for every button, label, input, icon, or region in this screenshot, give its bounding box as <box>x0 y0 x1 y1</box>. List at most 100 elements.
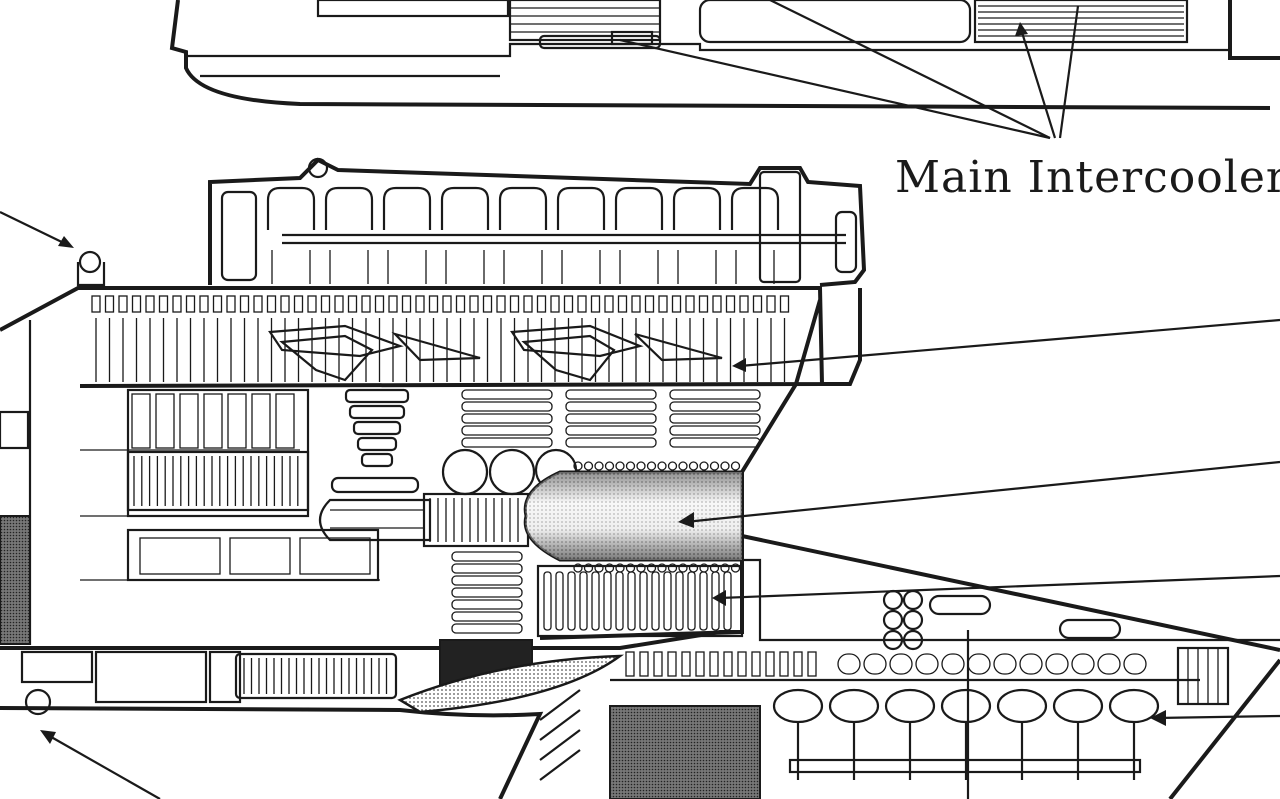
left-piston <box>275 393 295 449</box>
bead <box>583 563 594 573</box>
bead <box>667 563 678 573</box>
head-bump <box>556 186 606 230</box>
valve-fin-top <box>158 295 169 313</box>
left-piston <box>227 393 247 449</box>
valve-fin-top <box>671 295 682 313</box>
turbine-vanes-right <box>510 324 723 382</box>
lower-vertical <box>639 651 649 677</box>
valve-fin-top <box>280 295 290 313</box>
lower-machinery-right <box>539 534 1280 799</box>
chain-link <box>1019 653 1043 675</box>
valve-fin-top <box>712 295 722 313</box>
plate <box>565 437 657 448</box>
chain-link <box>915 653 939 675</box>
valve-fin-top <box>455 295 466 313</box>
engine-body <box>0 288 862 650</box>
bead <box>730 563 741 573</box>
plate-stack-center <box>330 388 420 494</box>
valve-fin-top <box>631 295 641 313</box>
valve-fin-top <box>577 295 587 313</box>
valve-fin-top <box>361 295 371 313</box>
pod <box>884 688 936 724</box>
bead <box>636 461 646 471</box>
head-bump <box>672 186 722 230</box>
valve-fin-top <box>550 295 560 313</box>
valve-fin-top <box>698 295 709 313</box>
valve-fin-top <box>685 295 695 313</box>
valve-fin-top <box>658 295 668 313</box>
left-piston <box>203 393 223 449</box>
head-bump <box>730 186 780 230</box>
bead <box>678 461 688 471</box>
coil-bar <box>555 571 564 631</box>
coil-bar <box>663 571 672 631</box>
bead <box>688 461 699 471</box>
valve-fin-top <box>644 295 655 313</box>
head-bump <box>266 186 316 230</box>
bead <box>625 461 636 471</box>
lower-vertical <box>709 651 719 677</box>
bead <box>730 461 741 471</box>
plate <box>461 437 553 448</box>
roller <box>451 599 523 610</box>
bead <box>657 563 667 573</box>
chain-link <box>1097 653 1121 675</box>
bead <box>573 563 583 573</box>
valve-fin-top <box>145 295 155 313</box>
valve-fin-top <box>131 295 142 313</box>
lower-vertical <box>723 651 733 677</box>
main-intercooler-label: Main Intercooler <box>895 152 1280 203</box>
plate <box>669 389 761 400</box>
chain-link <box>889 653 913 675</box>
valve-fin-top <box>388 295 398 313</box>
valve-fin-top <box>104 295 115 313</box>
plate <box>461 413 553 424</box>
lower-vertical <box>667 651 677 677</box>
valve-fin-top <box>752 295 763 313</box>
coil-bar <box>651 571 660 631</box>
valve-fin-top <box>604 295 614 313</box>
left-piston <box>251 393 271 449</box>
bead <box>657 461 667 471</box>
valve-fin-top <box>266 295 277 313</box>
roller <box>451 551 523 562</box>
coil-bar <box>639 571 648 631</box>
chain-link <box>1123 653 1147 675</box>
bead <box>583 461 594 471</box>
plate <box>461 401 553 412</box>
valve-fin-top <box>442 295 452 313</box>
turbine-vanes-left <box>268 324 481 382</box>
head-bump <box>440 186 490 230</box>
bead <box>720 461 730 471</box>
left-piston <box>131 393 151 449</box>
valve-fin-top <box>739 295 749 313</box>
dark-block-lower <box>609 705 761 799</box>
chain-link <box>967 653 991 675</box>
lower-vertical <box>681 651 691 677</box>
valve-fin-top <box>766 295 776 313</box>
lower-stair-left <box>539 689 581 781</box>
coil-bar <box>591 571 600 631</box>
lower-vertical <box>751 651 761 677</box>
valve-fin-top <box>496 295 506 313</box>
chain-link <box>993 653 1017 675</box>
valve-fin-top <box>253 295 263 313</box>
plate <box>669 401 761 412</box>
coil-bar <box>687 571 696 631</box>
chain-link <box>1071 653 1095 675</box>
dark-panel-left <box>0 515 31 645</box>
head-bump <box>382 186 432 230</box>
pod <box>996 688 1048 724</box>
bead <box>699 461 709 471</box>
lower-vertical <box>695 651 705 677</box>
valve-fin-top <box>469 295 479 313</box>
chain-link <box>837 653 861 675</box>
valve-fin-top <box>536 295 547 313</box>
plate <box>461 389 553 400</box>
valve-fin-top <box>779 295 790 313</box>
cylinder-head-cover <box>76 157 867 287</box>
chain-link <box>941 653 965 675</box>
valve-fin-top <box>118 295 128 313</box>
bead <box>594 461 604 471</box>
plate-stack-right <box>461 389 761 448</box>
